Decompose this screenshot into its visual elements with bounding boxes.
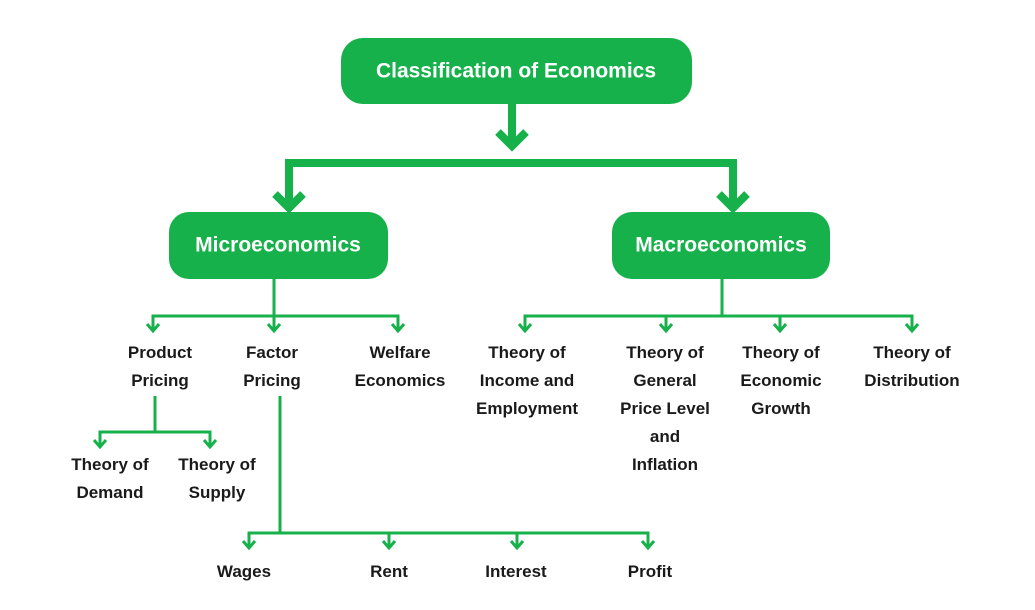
arrow-head-icon: [772, 323, 788, 334]
arrow-head-icon: [716, 191, 750, 214]
root-node-label: Classification of Economics: [376, 60, 656, 83]
factor-pricing-child-label: Wages: [217, 562, 271, 581]
macroeconomics-label: Macroeconomics: [635, 234, 807, 257]
arrow-head-icon: [241, 540, 257, 551]
macro-branch: [523, 314, 914, 330]
arrow-head-icon: [640, 540, 656, 551]
arrow-head-icon: [390, 323, 406, 334]
arrow-head-icon: [509, 540, 525, 551]
root-node: Classification of Economics: [341, 38, 692, 104]
factor-pricing-child-label: Profit: [628, 562, 673, 581]
arrow-head-icon: [517, 323, 533, 334]
connectors: [92, 104, 920, 551]
arrow-head-icon: [266, 323, 282, 334]
factor-pricing-child-label: Interest: [485, 562, 547, 581]
arrow-head-icon: [495, 129, 529, 152]
arrow-head-icon: [272, 191, 306, 214]
arrow-head-icon: [904, 323, 920, 334]
factor-branch: [247, 531, 650, 547]
macroeconomics-node: Macroeconomics: [612, 212, 830, 279]
arrow-head-icon: [92, 439, 108, 450]
arrow-head-icon: [658, 323, 674, 334]
arrow-head-icon: [202, 439, 218, 450]
root-branch: [285, 159, 737, 210]
arrow-head-icon: [381, 540, 397, 551]
microeconomics-label: Microeconomics: [195, 234, 361, 257]
microeconomics-node: Microeconomics: [169, 212, 388, 279]
factor-pricing-child-label: Rent: [370, 562, 408, 581]
arrow-head-icon: [145, 323, 161, 334]
product-branch: [98, 430, 212, 446]
